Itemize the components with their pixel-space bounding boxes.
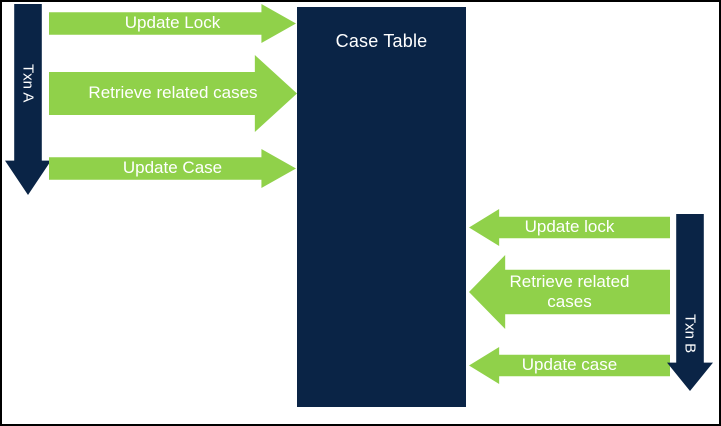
- arrow-txn-b-update-lock-label: Update lock: [524, 217, 615, 237]
- arrow-txn-b-retrieve-related-cases-label: Retrieve related cases: [509, 271, 630, 311]
- arrow-txn-a-retrieve-related-cases-label: Retrieve related cases: [88, 83, 258, 103]
- arrow-txn-b-retrieve-related-cases: Retrieve related cases: [469, 255, 670, 329]
- arrow-txn-b-update-case: Update case: [469, 347, 670, 384]
- txn-a-label: Txn A: [19, 64, 37, 103]
- arrow-txn-a-retrieve-related-cases: Retrieve related cases: [49, 55, 297, 132]
- arrow-txn-a-update-case-label: Update Case: [122, 158, 223, 178]
- arrow-txn-a-update-lock: Update Lock: [49, 4, 296, 43]
- arrow-txn-a-update-lock-label: Update Lock: [124, 13, 221, 33]
- case-table-box: Case Table: [297, 7, 466, 407]
- txn-a-down-arrow-shape: Txn A: [5, 4, 51, 195]
- arrow-txn-b-update-lock: Update lock: [469, 209, 670, 246]
- arrow-txn-a-update-case: Update Case: [49, 149, 296, 188]
- txn-b-down-arrow-shape: Txn B: [667, 214, 713, 391]
- arrow-txn-b-update-case-label: Update case: [521, 355, 618, 375]
- case-table-title: Case Table: [335, 31, 428, 51]
- txn-b-label: Txn B: [681, 314, 699, 354]
